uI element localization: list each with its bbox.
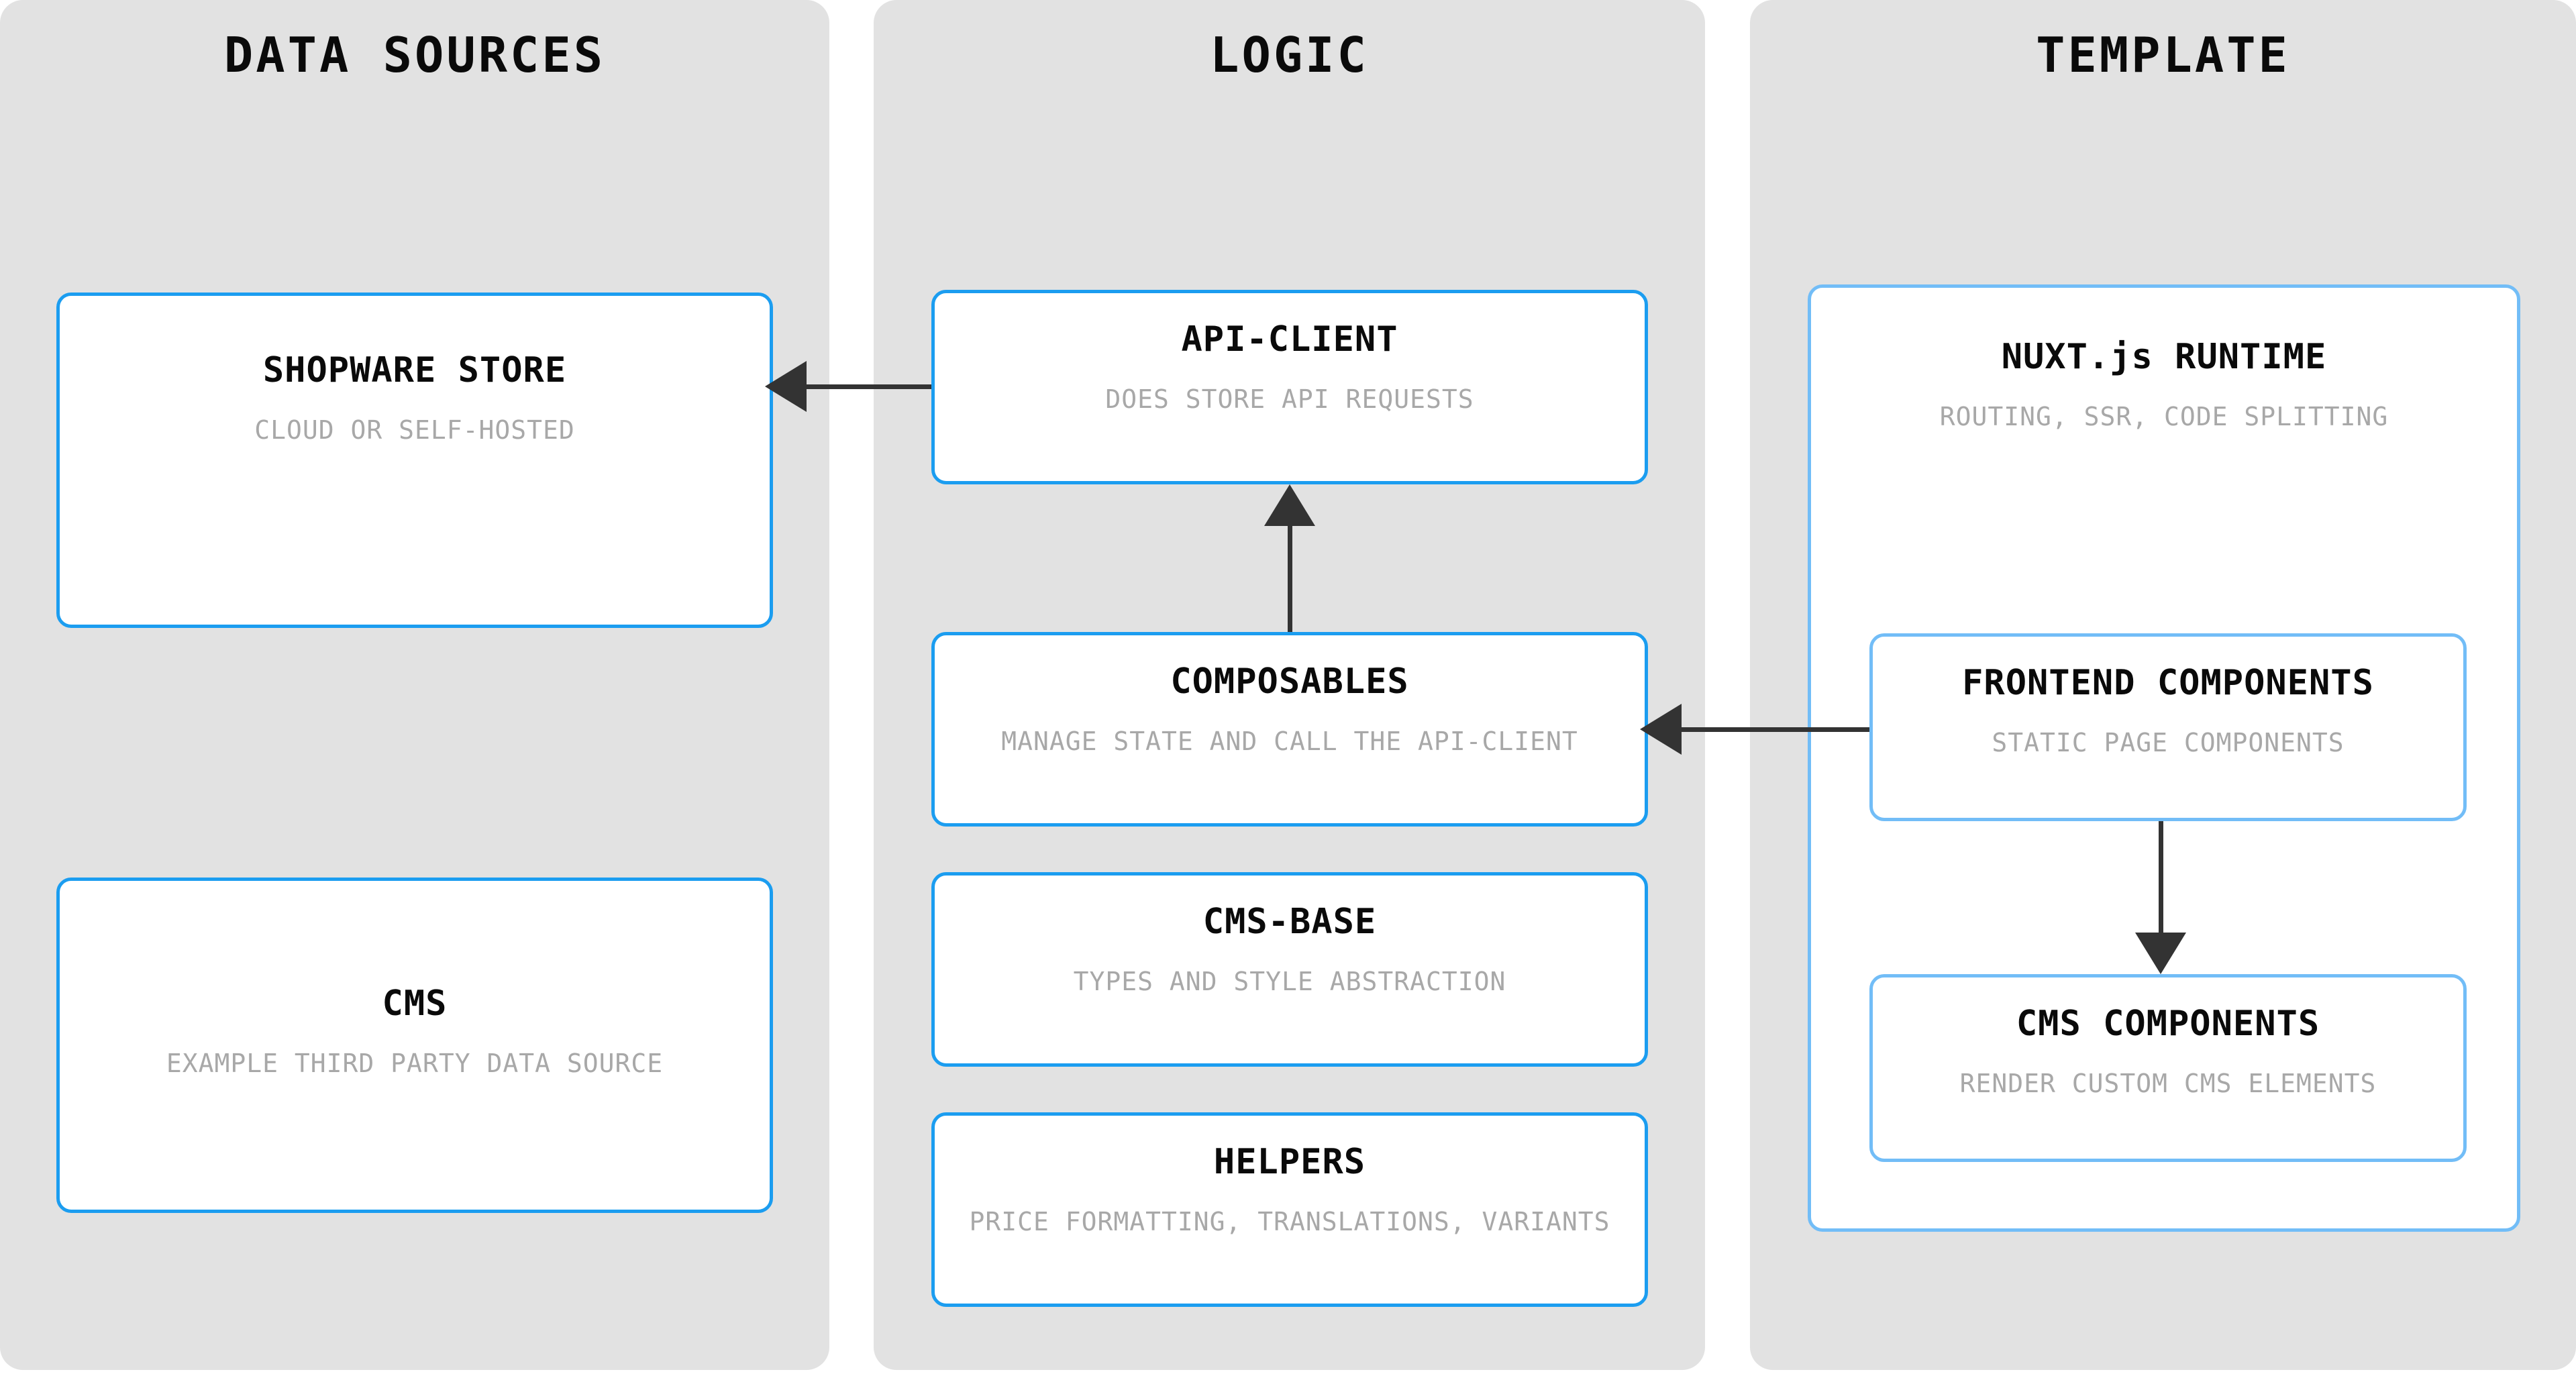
card-title-composables: COMPOSABLES xyxy=(1170,661,1409,702)
arrow-composables-to-api-client-line xyxy=(1288,525,1292,632)
card-helpers[interactable]: HELPERS PRICE FORMATTING, TRANSLATIONS, … xyxy=(931,1112,1648,1307)
card-title-frontend-components: FRONTEND COMPONENTS xyxy=(1962,663,2374,703)
card-title-api-client: API-CLIENT xyxy=(1181,319,1398,360)
card-subtitle-frontend-components: STATIC PAGE COMPONENTS xyxy=(1992,727,2345,757)
card-subtitle-shopware-store: CLOUD OR SELF-HOSTED xyxy=(254,415,575,445)
card-title-cms: CMS xyxy=(382,984,448,1024)
card-subtitle-helpers: PRICE FORMATTING, TRANSLATIONS, VARIANTS xyxy=(969,1206,1610,1236)
card-title-cms-base: CMS-BASE xyxy=(1202,902,1377,942)
arrow-composables-to-api-client-head-icon xyxy=(1264,484,1315,526)
panel-title-data-sources: DATA SOURCES xyxy=(223,27,606,83)
card-subtitle-cms: EXAMPLE THIRD PARTY DATA SOURCE xyxy=(166,1048,664,1078)
card-title-cms-components: CMS COMPONENTS xyxy=(2016,1004,2320,1044)
panel-title-template: TEMPLATE xyxy=(2036,27,2290,83)
card-subtitle-composables: MANAGE STATE AND CALL THE API-CLIENT xyxy=(1001,726,1578,756)
card-composables[interactable]: COMPOSABLES MANAGE STATE AND CALL THE AP… xyxy=(931,632,1648,827)
arrow-frontend-components-to-cms-components-head-icon xyxy=(2135,933,2186,974)
card-subtitle-nuxt-runtime: ROUTING, SSR, CODE SPLITTING xyxy=(1939,401,2389,431)
card-cms-components[interactable]: CMS COMPONENTS RENDER CUSTOM CMS ELEMENT… xyxy=(1869,974,2467,1162)
arrow-frontend-components-to-composables-head-icon xyxy=(1640,704,1682,755)
card-subtitle-api-client: DOES STORE API REQUESTS xyxy=(1105,384,1474,414)
card-frontend-components[interactable]: FRONTEND COMPONENTS STATIC PAGE COMPONEN… xyxy=(1869,633,2467,821)
panel-title-logic: LOGIC xyxy=(1210,27,1369,83)
arrow-api-client-to-shopware-store-line xyxy=(773,384,931,389)
card-title-helpers: HELPERS xyxy=(1213,1142,1366,1182)
card-api-client[interactable]: API-CLIENT DOES STORE API REQUESTS xyxy=(931,290,1648,484)
card-title-nuxt-runtime: NUXT.js RUNTIME xyxy=(2001,337,2327,377)
card-cms-base[interactable]: CMS-BASE TYPES AND STYLE ABSTRACTION xyxy=(931,872,1648,1067)
card-title-shopware-store: SHOPWARE STORE xyxy=(262,350,567,390)
card-shopware-store[interactable]: SHOPWARE STORE CLOUD OR SELF-HOSTED xyxy=(56,293,773,628)
card-subtitle-cms-base: TYPES AND STYLE ABSTRACTION xyxy=(1073,966,1506,996)
arrow-frontend-components-to-cms-components-line xyxy=(2159,821,2163,935)
card-cms[interactable]: CMS EXAMPLE THIRD PARTY DATA SOURCE xyxy=(56,878,773,1213)
card-subtitle-cms-components: RENDER CUSTOM CMS ELEMENTS xyxy=(1959,1068,2377,1098)
arrow-api-client-to-shopware-store-head-icon xyxy=(765,361,807,412)
arrow-frontend-components-to-composables-line xyxy=(1648,727,1869,732)
